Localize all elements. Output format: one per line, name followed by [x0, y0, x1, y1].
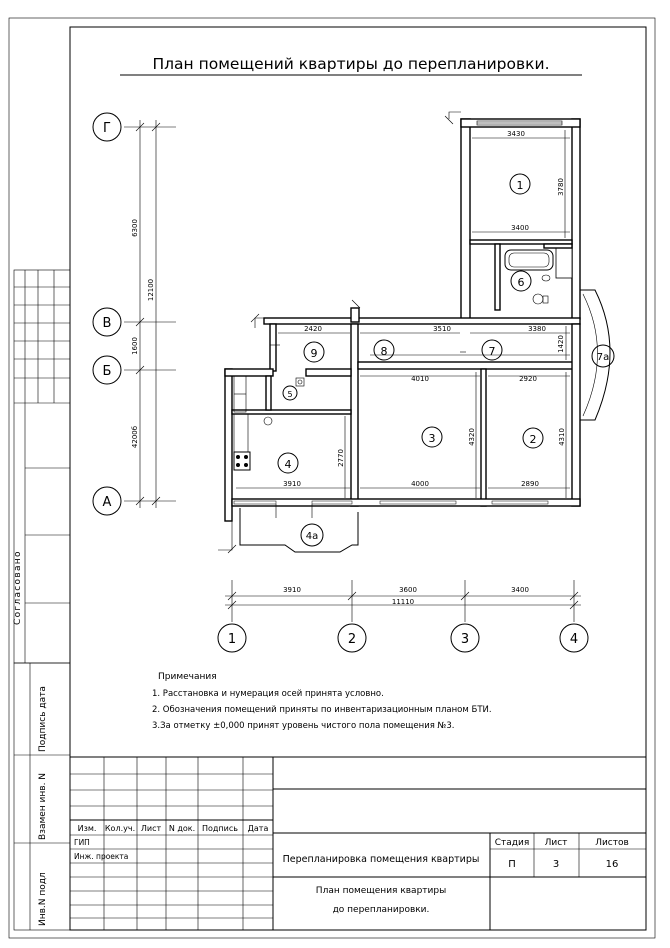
outer-border	[8, 17, 656, 939]
stamp-h-koluch: Кол.уч.	[105, 824, 135, 833]
note-3: 3.За отметку ±0,000 принят уровень чисто…	[152, 721, 455, 731]
dim-r7-top: 3380	[528, 325, 546, 333]
column-axes: 3910 3600 3400 11110 1 2 3 4	[217, 580, 589, 653]
dim-r7-side: 1420	[557, 335, 565, 353]
room-1-label: 1	[517, 179, 524, 192]
dim-4200: 4200б	[131, 426, 139, 448]
room-2-label: 2	[530, 433, 537, 446]
room-5-label: 5	[287, 390, 292, 399]
room-markers: 1 2 3 4 4а 5 6 7 7а 8 9	[277, 173, 615, 547]
kitchen-sink-icon	[263, 416, 273, 426]
stamp-project-name: Перепланировка помещения квартиры	[283, 854, 480, 865]
stamp-sheet-title-2: до перепланировки.	[333, 905, 430, 915]
drawing-title: План помещений квартиры до перепланировк…	[153, 55, 550, 73]
replace-inv-label: Взамен инв. N	[38, 773, 48, 840]
stamp-role-engineer: Инж. проекта	[74, 852, 128, 861]
axis-row-b: Б	[103, 364, 112, 379]
dim-r8-top: 3510	[433, 325, 451, 333]
dim-r3-top: 4010	[411, 375, 429, 383]
stamp-h-ndok: N док.	[169, 824, 195, 833]
note-2: 2. Обозначения помещений приняты по инве…	[152, 705, 492, 715]
dim-12100: 12100	[147, 279, 155, 301]
interior-dim-labels: 3430 3400 3780 2420 3510 3380 1420 4010 …	[283, 130, 566, 488]
row-axes: Г В Б А 6300 12100 1600 4200б	[92, 112, 176, 516]
axis-col-3: 3	[461, 632, 469, 647]
dim-r1-bottom: 3400	[511, 224, 529, 232]
stamp-sheets-header: Листов	[595, 838, 629, 848]
sink-icon	[541, 274, 551, 282]
axis-row-g: Г	[103, 121, 111, 136]
room-3-label: 3	[429, 432, 436, 445]
axis-row-a: А	[103, 495, 112, 510]
dim-r4-bottom: 3910	[283, 480, 301, 488]
room-6-label: 6	[518, 276, 525, 289]
agreed-label: Согласовано	[13, 550, 23, 625]
side-stamp: Согласовано Подпись дата Взамен инв. N И…	[13, 269, 71, 931]
stove-icon	[233, 451, 251, 471]
room-4a-label: 4а	[306, 531, 319, 542]
walls	[218, 111, 611, 554]
title-block: Изм. Кол.уч. Лист N док. Подпись Дата ГИ…	[69, 756, 647, 931]
room-7a-label: 7а	[597, 352, 610, 363]
stamp-sheet-value: 3	[553, 859, 559, 870]
stamp-h-date: Дата	[248, 824, 269, 833]
stamp-stage-header: Стадия	[495, 838, 530, 848]
dim-r2-side: 4310	[558, 428, 566, 446]
wc-sink-icon	[295, 377, 305, 387]
dim-r1-top: 3430	[507, 130, 525, 138]
dim-r9-top: 2420	[304, 325, 322, 333]
room-8-label: 8	[381, 345, 388, 358]
dim-11110: 11110	[392, 598, 414, 606]
axis-col-1: 1	[228, 632, 236, 647]
notes: Примечания 1. Расстановка и нумерация ос…	[152, 672, 492, 731]
stamp-sheets-value: 16	[606, 859, 619, 870]
dim-3910-axis: 3910	[283, 586, 301, 594]
room-9-label: 9	[311, 347, 318, 360]
dim-r1-side: 3780	[557, 178, 565, 196]
dim-r2-top: 2920	[519, 375, 537, 383]
stamp-h-sign: Подпись	[202, 824, 238, 833]
axis-row-v: В	[103, 316, 112, 331]
stamp-h-list: Лист	[141, 824, 162, 833]
dim-3400-axis: 3400	[511, 586, 529, 594]
dim-3600-axis: 3600	[399, 586, 417, 594]
sign-date-label: Подпись дата	[38, 686, 48, 752]
stamp-h-izm: Изм.	[78, 824, 97, 833]
notes-heading: Примечания	[158, 672, 217, 682]
dim-r2-bottom: 2890	[521, 480, 539, 488]
dim-6300: 6300	[131, 219, 139, 237]
axis-col-2: 2	[348, 632, 356, 647]
stamp-sheet-title-1: План помещения квартиры	[316, 886, 446, 896]
fixtures	[233, 249, 554, 471]
interior-dims	[236, 130, 570, 498]
dim-r4-side: 2770	[337, 449, 345, 467]
dim-r3-side: 4320	[468, 428, 476, 446]
toilet-icon	[532, 293, 544, 305]
room-4-label: 4	[285, 458, 292, 471]
note-1: 1. Расстановка и нумерация осей принята …	[152, 689, 384, 699]
room-7-label: 7	[489, 345, 496, 358]
dim-1600: 1600	[131, 337, 139, 355]
stamp-stage-value: П	[508, 859, 516, 870]
inv-orig-label: Инв.N подл	[38, 872, 48, 926]
stamp-sheet-header: Лист	[545, 838, 568, 848]
kitchen-counter	[233, 413, 249, 453]
axis-col-4: 4	[570, 632, 578, 647]
bathtub-icon	[504, 249, 554, 271]
stamp-role-gip: ГИП	[74, 838, 90, 847]
dim-r3-bottom: 4000	[411, 480, 429, 488]
